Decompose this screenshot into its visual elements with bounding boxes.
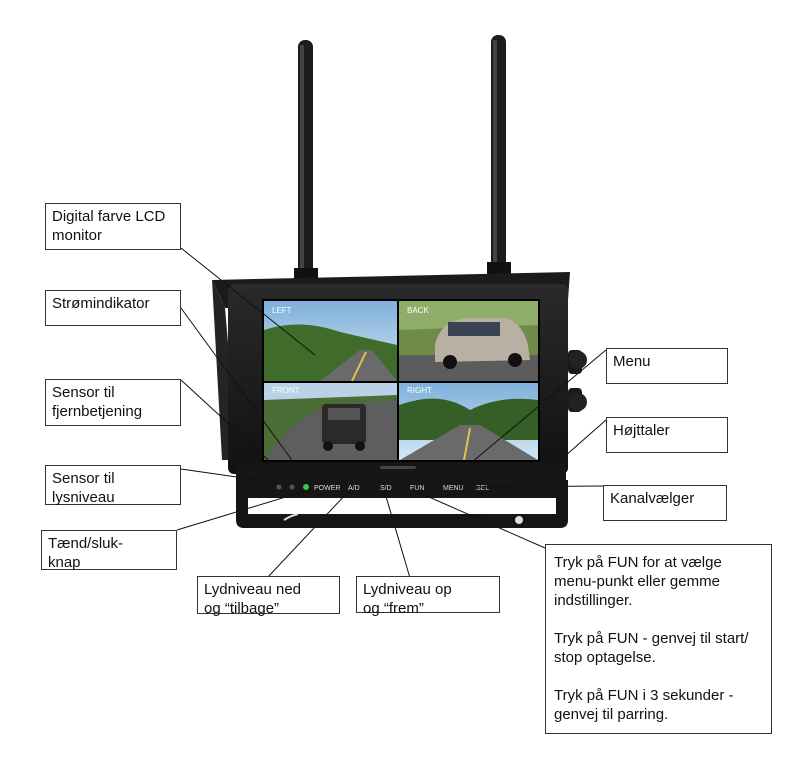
- antenna-right: [491, 35, 506, 273]
- btn-vol-down[interactable]: A/D: [348, 485, 360, 492]
- remote-sensor: [289, 484, 295, 490]
- btn-sel[interactable]: SEL: [476, 485, 489, 492]
- label-power-indicator: Strømindikator: [45, 290, 181, 326]
- label-power-button: Tænd/sluk- knap: [41, 530, 177, 571]
- btn-power[interactable]: POWER: [314, 485, 340, 492]
- fun-help-2: Tryk på FUN - genvej til start/ stop opt…: [554, 630, 749, 666]
- quadrant-back: [399, 301, 538, 381]
- antenna-left: [298, 40, 313, 280]
- label-menu: Menu: [606, 348, 728, 384]
- light-sensor: [276, 484, 282, 490]
- power-led: [303, 484, 309, 490]
- lcd-screen: [262, 299, 540, 462]
- label-channel: Kanalvælger: [603, 485, 727, 521]
- fun-help-box: Tryk på FUN for at vælge menu-punkt elle…: [545, 544, 772, 734]
- fun-help-3: Tryk på FUN i 3 sekunder - genvej til pa…: [554, 687, 734, 723]
- fun-help-1: Tryk på FUN for at vælge menu-punkt elle…: [554, 554, 722, 609]
- label-light-sensor: Sensor til lysniveau: [45, 465, 181, 506]
- label-lcd: Digital farve LCD monitor: [45, 203, 181, 250]
- speaker-grille: [380, 466, 416, 469]
- quadrant-title-front: FRONT: [272, 386, 300, 395]
- quadrant-title-left: LEFT: [272, 306, 292, 315]
- quadrant-title-back: BACK: [407, 306, 429, 315]
- btn-vol-up[interactable]: S/D: [380, 485, 392, 492]
- label-vol-up: Lydniveau op og “frem”: [356, 576, 500, 617]
- quadrant-right: [399, 383, 538, 461]
- btn-menu[interactable]: MENU: [443, 485, 464, 492]
- quadrant-front: [264, 383, 397, 460]
- label-speaker: Højttaler: [606, 417, 728, 453]
- label-vol-down: Lydniveau ned og “tilbage”: [197, 576, 340, 617]
- label-remote-sensor: Sensor til fjernbetjening: [45, 379, 181, 426]
- quadrant-left: [264, 301, 397, 382]
- quadrant-title-right: RIGHT: [407, 386, 432, 395]
- btn-fun[interactable]: FUN: [410, 485, 424, 492]
- side-knobs: [568, 350, 587, 412]
